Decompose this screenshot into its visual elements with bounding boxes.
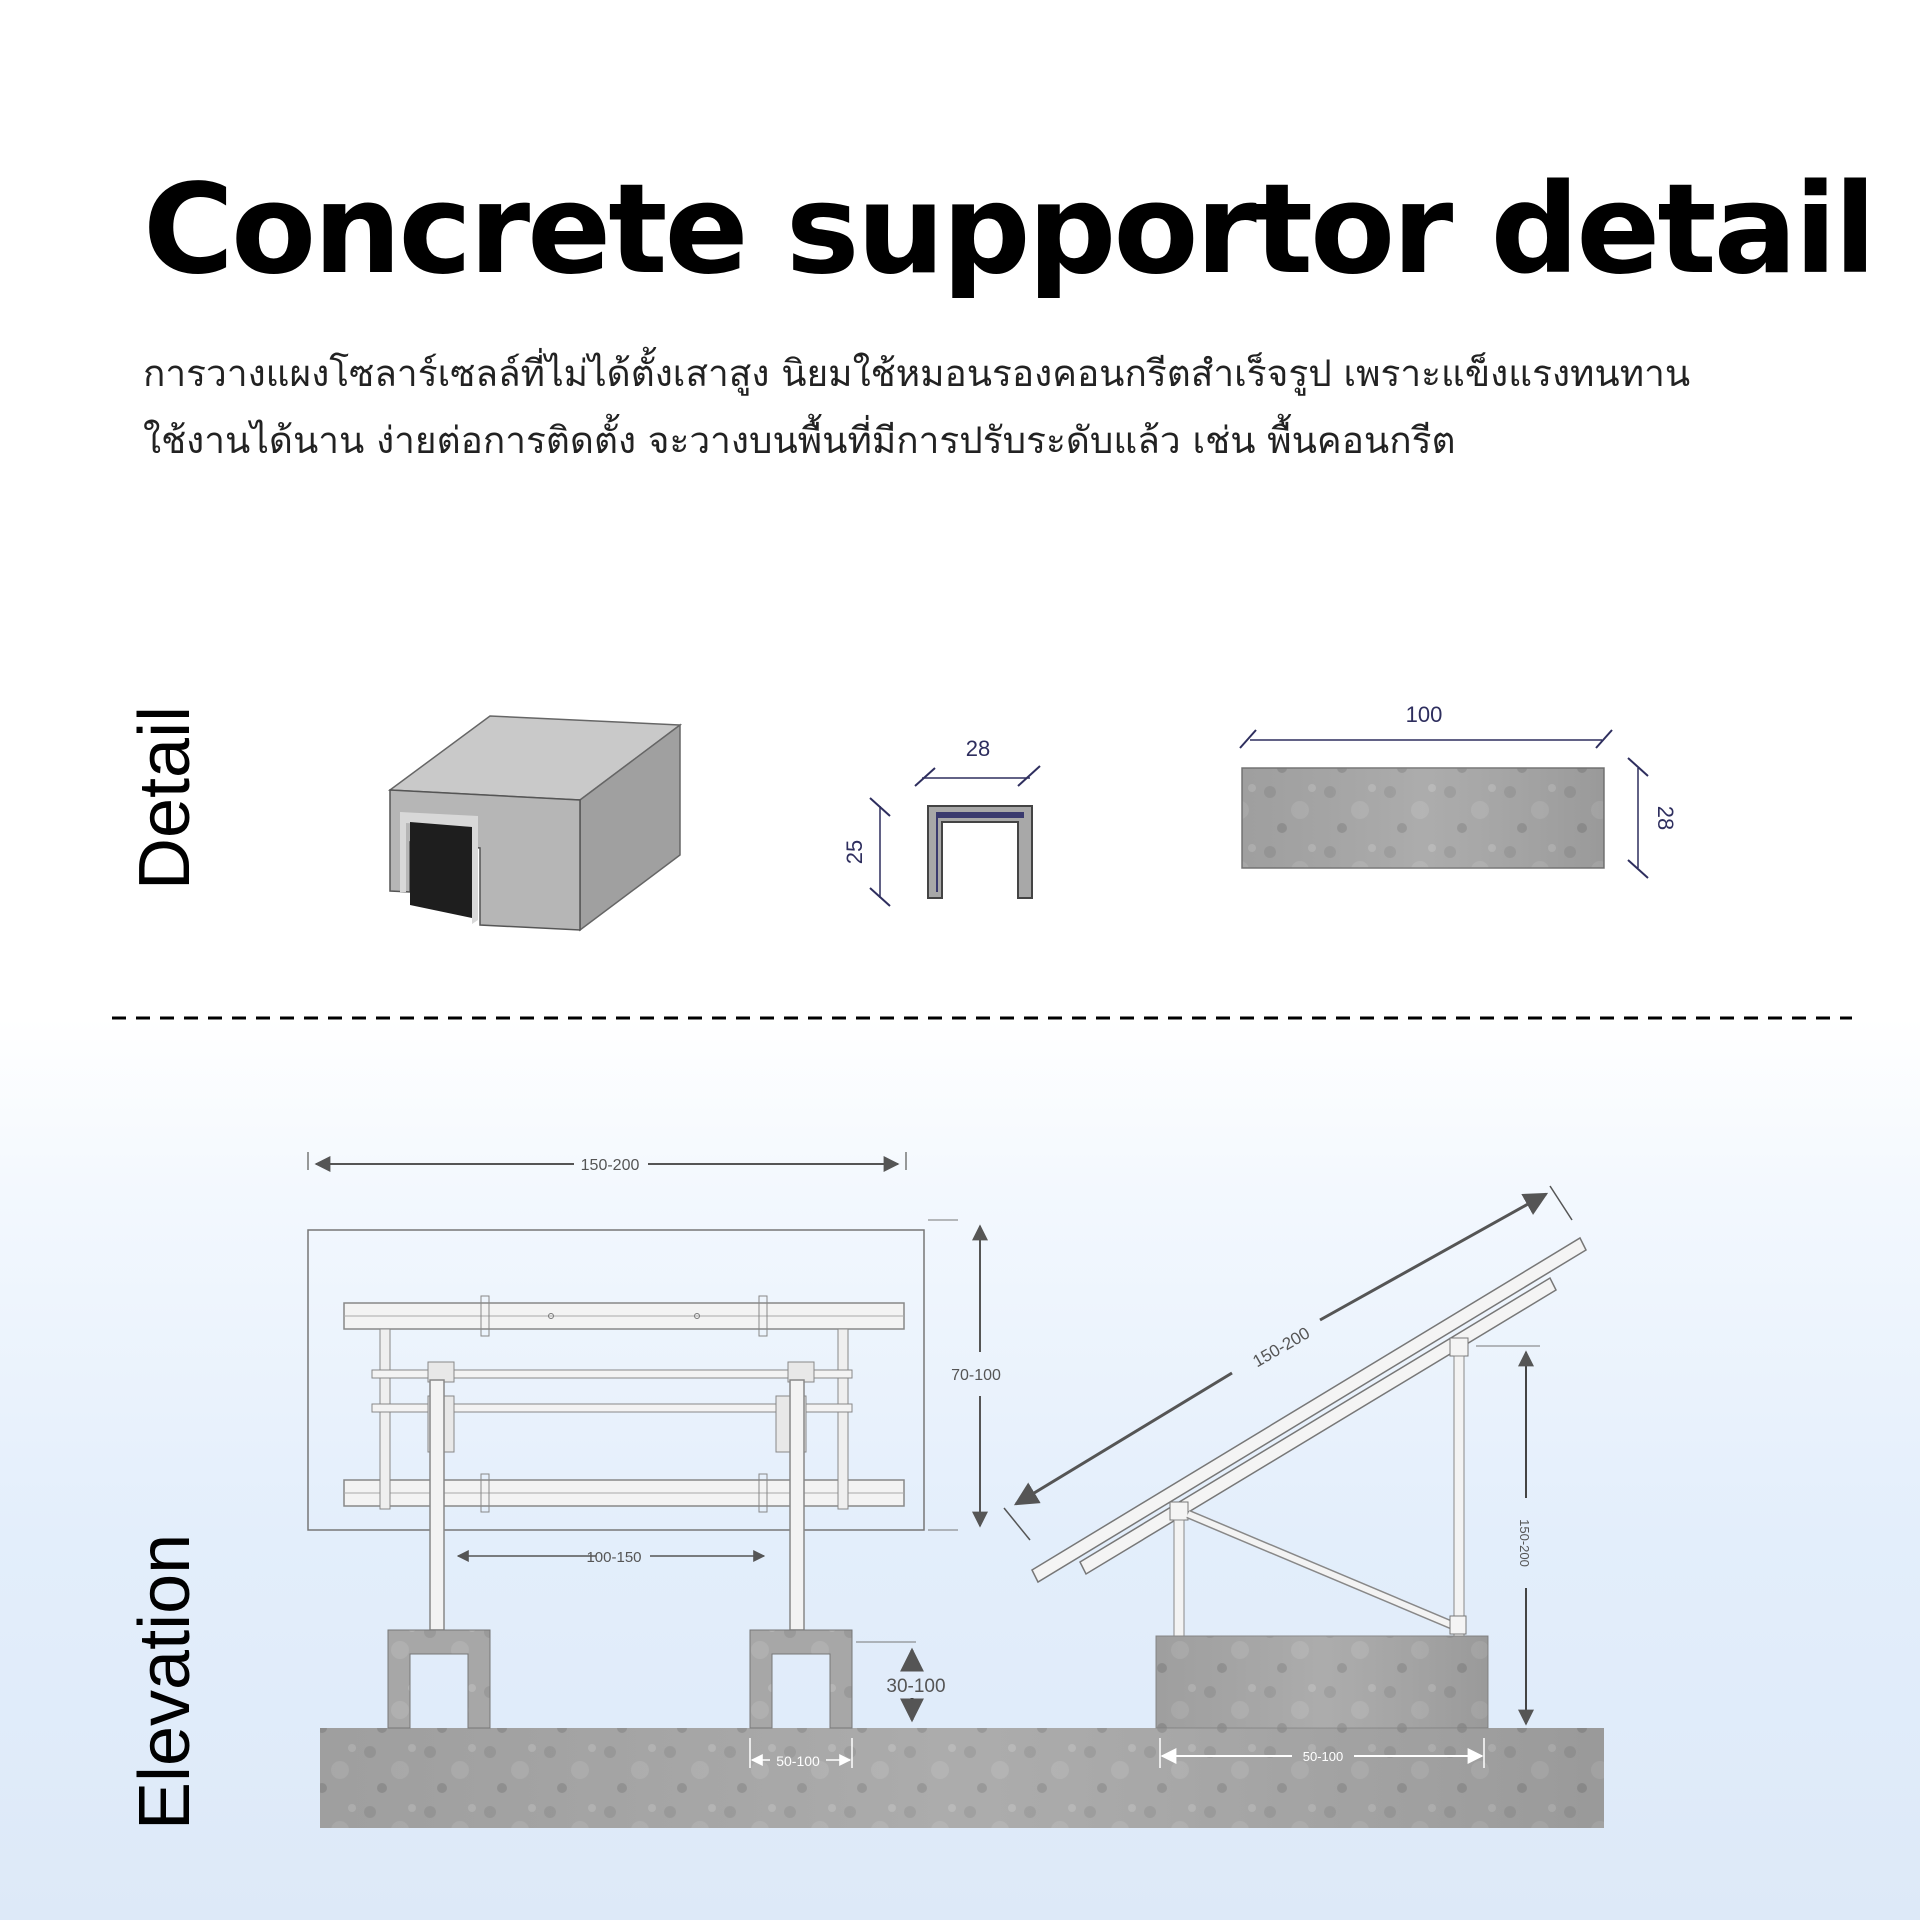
dim-tilt-height: 150-200 xyxy=(1517,1519,1532,1567)
description: การวางแผงโซลาร์เซลล์ที่ไม่ได้ตั้งเสาสูง … xyxy=(143,340,1843,474)
dim-panel-length: 150-200 xyxy=(1249,1323,1313,1371)
dim-frame-height: 70-100 xyxy=(951,1367,1001,1384)
dim-block-height-elev: 30-100 xyxy=(886,1676,945,1697)
block-side-view: 100 28 xyxy=(1239,702,1678,879)
dim-tilt-block-width: 50-100 xyxy=(1303,1749,1343,1764)
dim-channel-height: 25 xyxy=(842,840,867,864)
description-line-1: การวางแผงโซลาร์เซลล์ที่ไม่ได้ตั้งเสาสูง … xyxy=(143,352,1691,395)
dim-block-width: 50-100 xyxy=(776,1753,820,1769)
dim-block-height: 28 xyxy=(1653,806,1678,830)
u-channel-3d xyxy=(387,715,683,932)
description-line-2: ใช้งานได้นาน ง่ายต่อการติดตั้ง จะวางบนพื… xyxy=(143,419,1456,462)
page-title: Concrete supportor detail xyxy=(143,158,1876,302)
side-elevation: 150-200 150-200 50-100 xyxy=(1003,1185,1587,1768)
dim-post-spacing: 100-150 xyxy=(586,1549,641,1566)
ground-slab xyxy=(320,1728,1604,1828)
dim-block-length: 100 xyxy=(1406,702,1443,727)
front-elevation: 150-200 70-100 xyxy=(307,1152,1001,1769)
u-channel-section: 28 25 xyxy=(842,736,1041,907)
dim-channel-width: 28 xyxy=(966,736,990,761)
dim-frame-width: 150-200 xyxy=(581,1157,640,1174)
